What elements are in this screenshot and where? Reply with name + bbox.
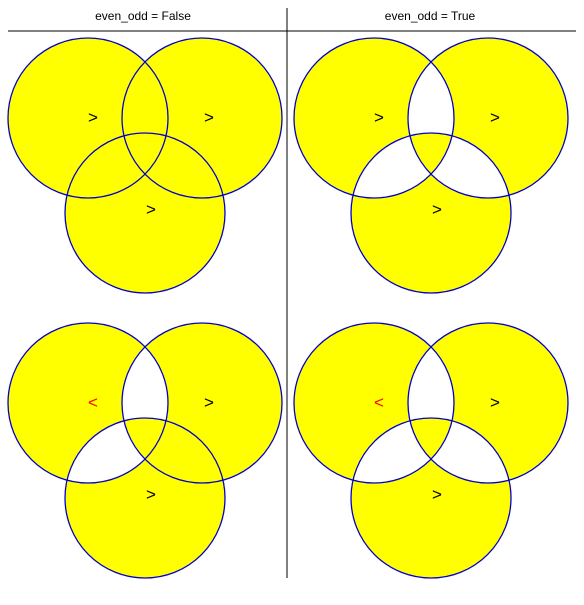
circle-outline-bottom: [350, 417, 512, 579]
direction-arrow-right: >: [490, 393, 500, 412]
circle-outline-bottom: [350, 132, 512, 294]
circle-outline-left: [7, 37, 169, 199]
circle-outline-bottom: [64, 417, 226, 579]
direction-arrow-right: >: [204, 393, 214, 412]
header-even-odd-false: even_odd = False: [95, 9, 191, 23]
filled-region-bottom-left: [8, 323, 282, 578]
panel-top-right: > > >: [293, 37, 569, 294]
circle-outline-right: [121, 322, 283, 484]
filled-region-bottom-right: [294, 323, 568, 578]
panel-bottom-left: < > >: [7, 322, 283, 579]
direction-arrow-left: <: [88, 393, 98, 412]
direction-arrow-bottom: >: [432, 485, 442, 504]
filled-region-top-right: [294, 38, 568, 293]
filled-region-top-left: [8, 38, 282, 293]
direction-arrow-left: <: [374, 393, 384, 412]
direction-arrow-bottom: >: [432, 200, 442, 219]
panel-top-left: > > >: [7, 37, 283, 294]
circle-outline-left: [293, 322, 455, 484]
direction-arrow-bottom: >: [146, 485, 156, 504]
panel-bottom-right: < > >: [293, 322, 569, 579]
circle-outline-right: [407, 322, 569, 484]
direction-arrow-left: >: [88, 108, 98, 127]
circle-outline-left: [7, 322, 169, 484]
direction-arrow-right: >: [204, 108, 214, 127]
circle-outline-bottom: [64, 132, 226, 294]
header-even-odd-true: even_odd = True: [385, 9, 476, 23]
direction-arrow-bottom: >: [146, 200, 156, 219]
direction-arrow-right: >: [490, 108, 500, 127]
panels-group: > > > > > > < > > < > >: [7, 37, 569, 579]
direction-arrow-left: >: [374, 108, 384, 127]
circle-outline-right: [121, 37, 283, 199]
circle-outline-right: [407, 37, 569, 199]
circle-outline-left: [293, 37, 455, 199]
